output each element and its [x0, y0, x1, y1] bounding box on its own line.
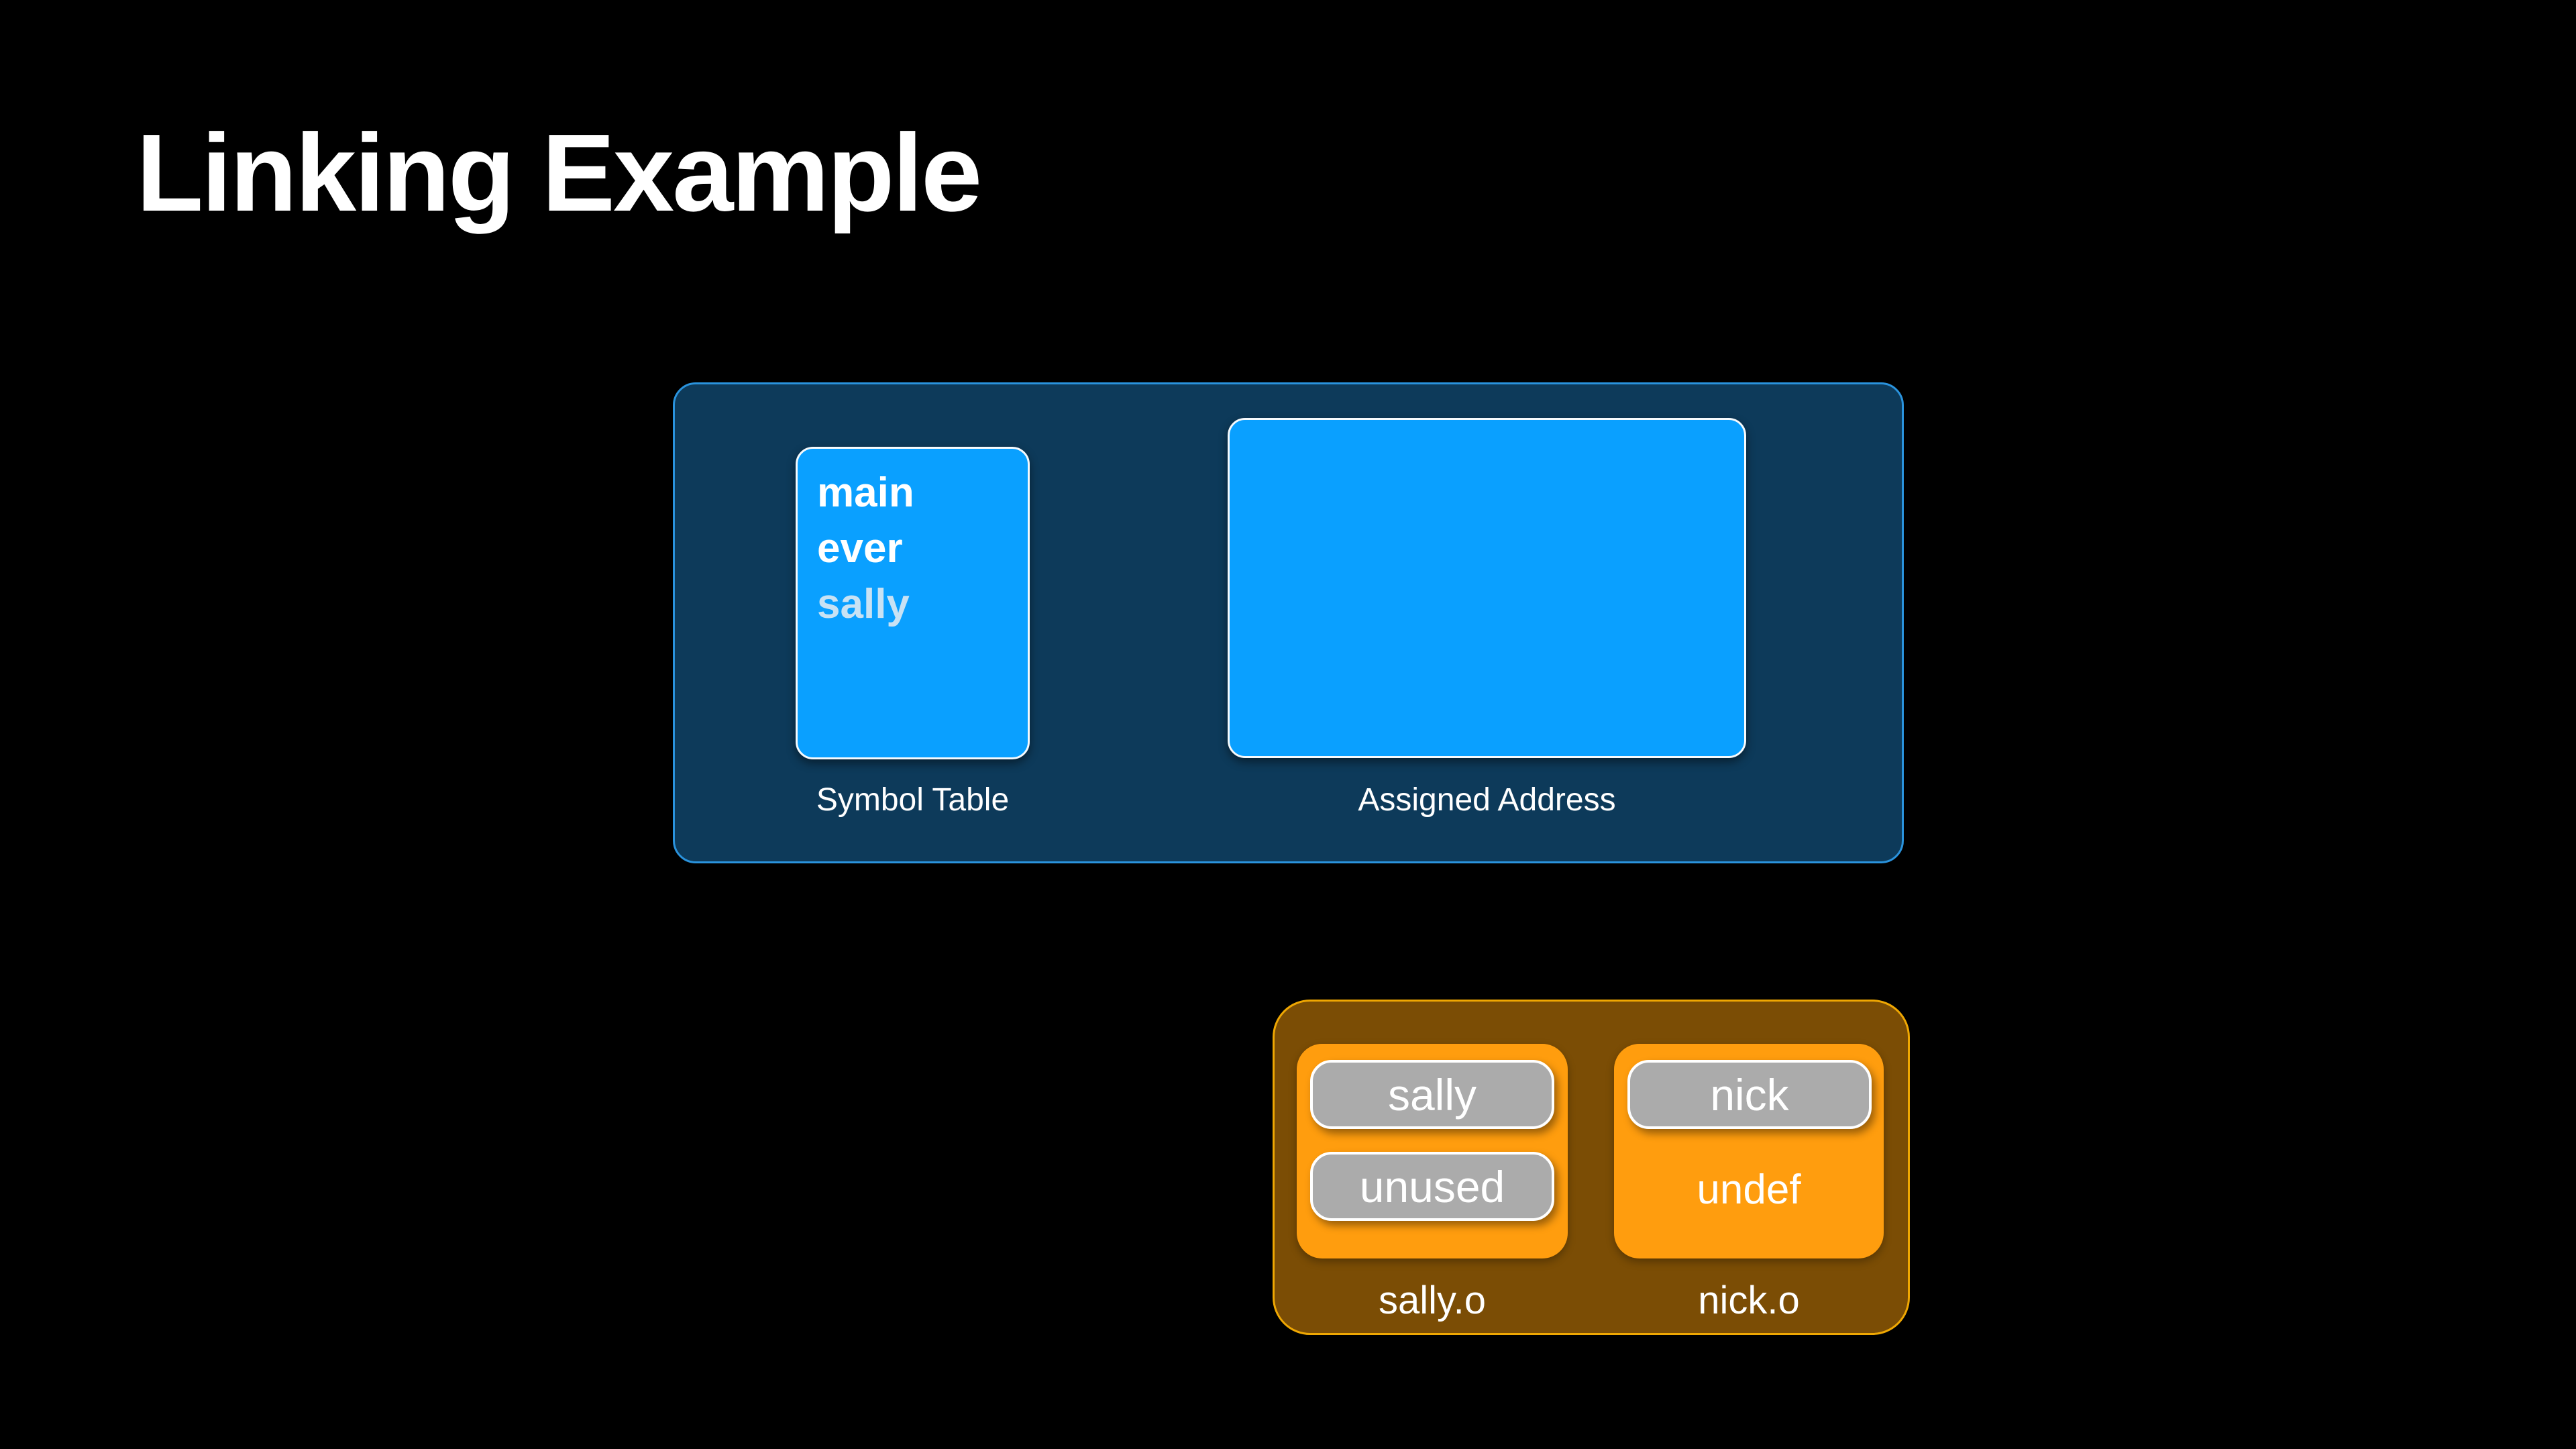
symbol-table-caption: Symbol Table [816, 782, 1010, 818]
page-title: Linking Example [136, 111, 982, 234]
symbol-pill-sally: sally [1310, 1060, 1554, 1129]
assigned-address-caption: Assigned Address [1358, 782, 1616, 818]
module-caption-nick-o: nick.o [1698, 1279, 1800, 1322]
symbol-pill-nick: nick [1627, 1060, 1872, 1129]
module-nick-o: nick undef [1614, 1044, 1884, 1258]
symbol-entry-ever: ever [817, 525, 903, 572]
object-files-container: sally unused nick undef sally.o nick.o [1273, 1000, 1910, 1335]
symbol-pill-unused: unused [1310, 1152, 1554, 1221]
linker-container: main ever sally Symbol Table Assigned Ad… [673, 382, 1904, 863]
module-sally-o: sally unused [1297, 1044, 1568, 1258]
symbol-table-box: main ever sally [796, 447, 1030, 759]
symbol-entry-sally: sally [817, 581, 910, 627]
assigned-address-box [1228, 418, 1746, 758]
module-caption-sally-o: sally.o [1378, 1279, 1487, 1322]
plain-symbol-undef: undef [1697, 1167, 1801, 1213]
symbol-entry-main: main [817, 470, 914, 516]
